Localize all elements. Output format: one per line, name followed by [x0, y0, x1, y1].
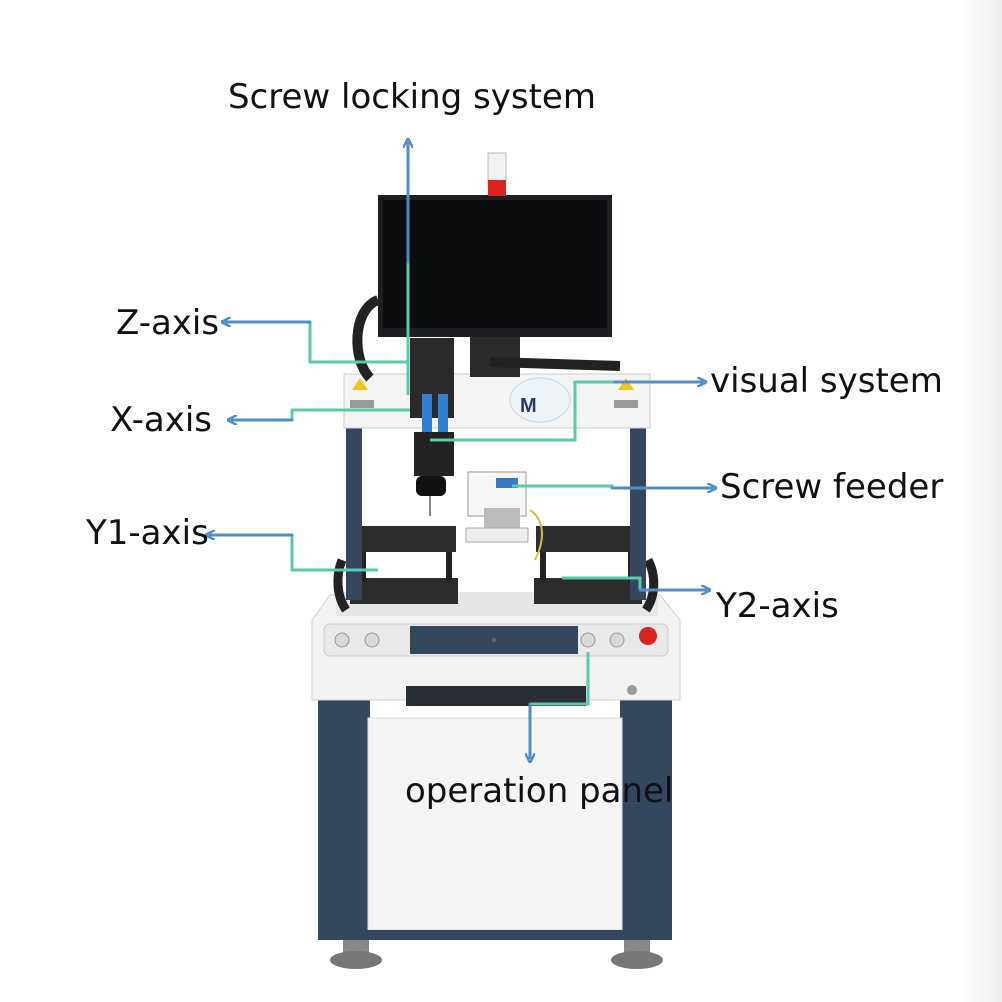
- emergency-stop-icon: [639, 627, 657, 645]
- svg-text:M: M: [520, 395, 537, 417]
- monitor: [378, 195, 612, 377]
- label-visual-system: visual system: [710, 361, 943, 401]
- panel-button-icon: [580, 632, 596, 648]
- cable-chain: [489, 357, 621, 371]
- leader-line-x-axis: [290, 408, 410, 420]
- y1-platform: [333, 526, 458, 613]
- panel-button-icon: [609, 632, 625, 648]
- label-y2-axis: Y2-axis: [716, 586, 839, 626]
- panel-button-icon: [364, 632, 380, 648]
- left-column: [346, 425, 362, 600]
- label-y1-axis: Y1-axis: [86, 513, 209, 553]
- label-screw-feeder: Screw feeder: [720, 467, 944, 507]
- signal-light: [487, 152, 507, 196]
- leveling-feet: [330, 940, 663, 969]
- label-operation-panel: operation panel: [405, 771, 674, 811]
- leader-line-y2-axis: [562, 576, 642, 590]
- lower-cabinet: [318, 700, 672, 940]
- cable-chain: [352, 295, 381, 382]
- screw-locking-machine: M: [311, 152, 681, 969]
- label-z-axis: Z-axis: [116, 303, 220, 343]
- leader-line-screw-feeder: [512, 484, 614, 488]
- label-screw-locking-system: Screw locking system: [228, 77, 596, 117]
- label-x-axis: X-axis: [110, 400, 212, 440]
- leader-line-z-axis: [308, 322, 408, 364]
- display-slot: [406, 686, 586, 706]
- leader-line-y1-axis: [290, 535, 378, 572]
- panel-button-icon: [334, 632, 350, 648]
- screw-feeder-unit: [465, 471, 543, 561]
- work-table: [311, 592, 681, 706]
- leader-line-operation-panel: [530, 652, 590, 706]
- right-edge-shade: [962, 0, 1002, 1002]
- leader-line-visual-system: [430, 380, 615, 442]
- right-column: [630, 425, 646, 600]
